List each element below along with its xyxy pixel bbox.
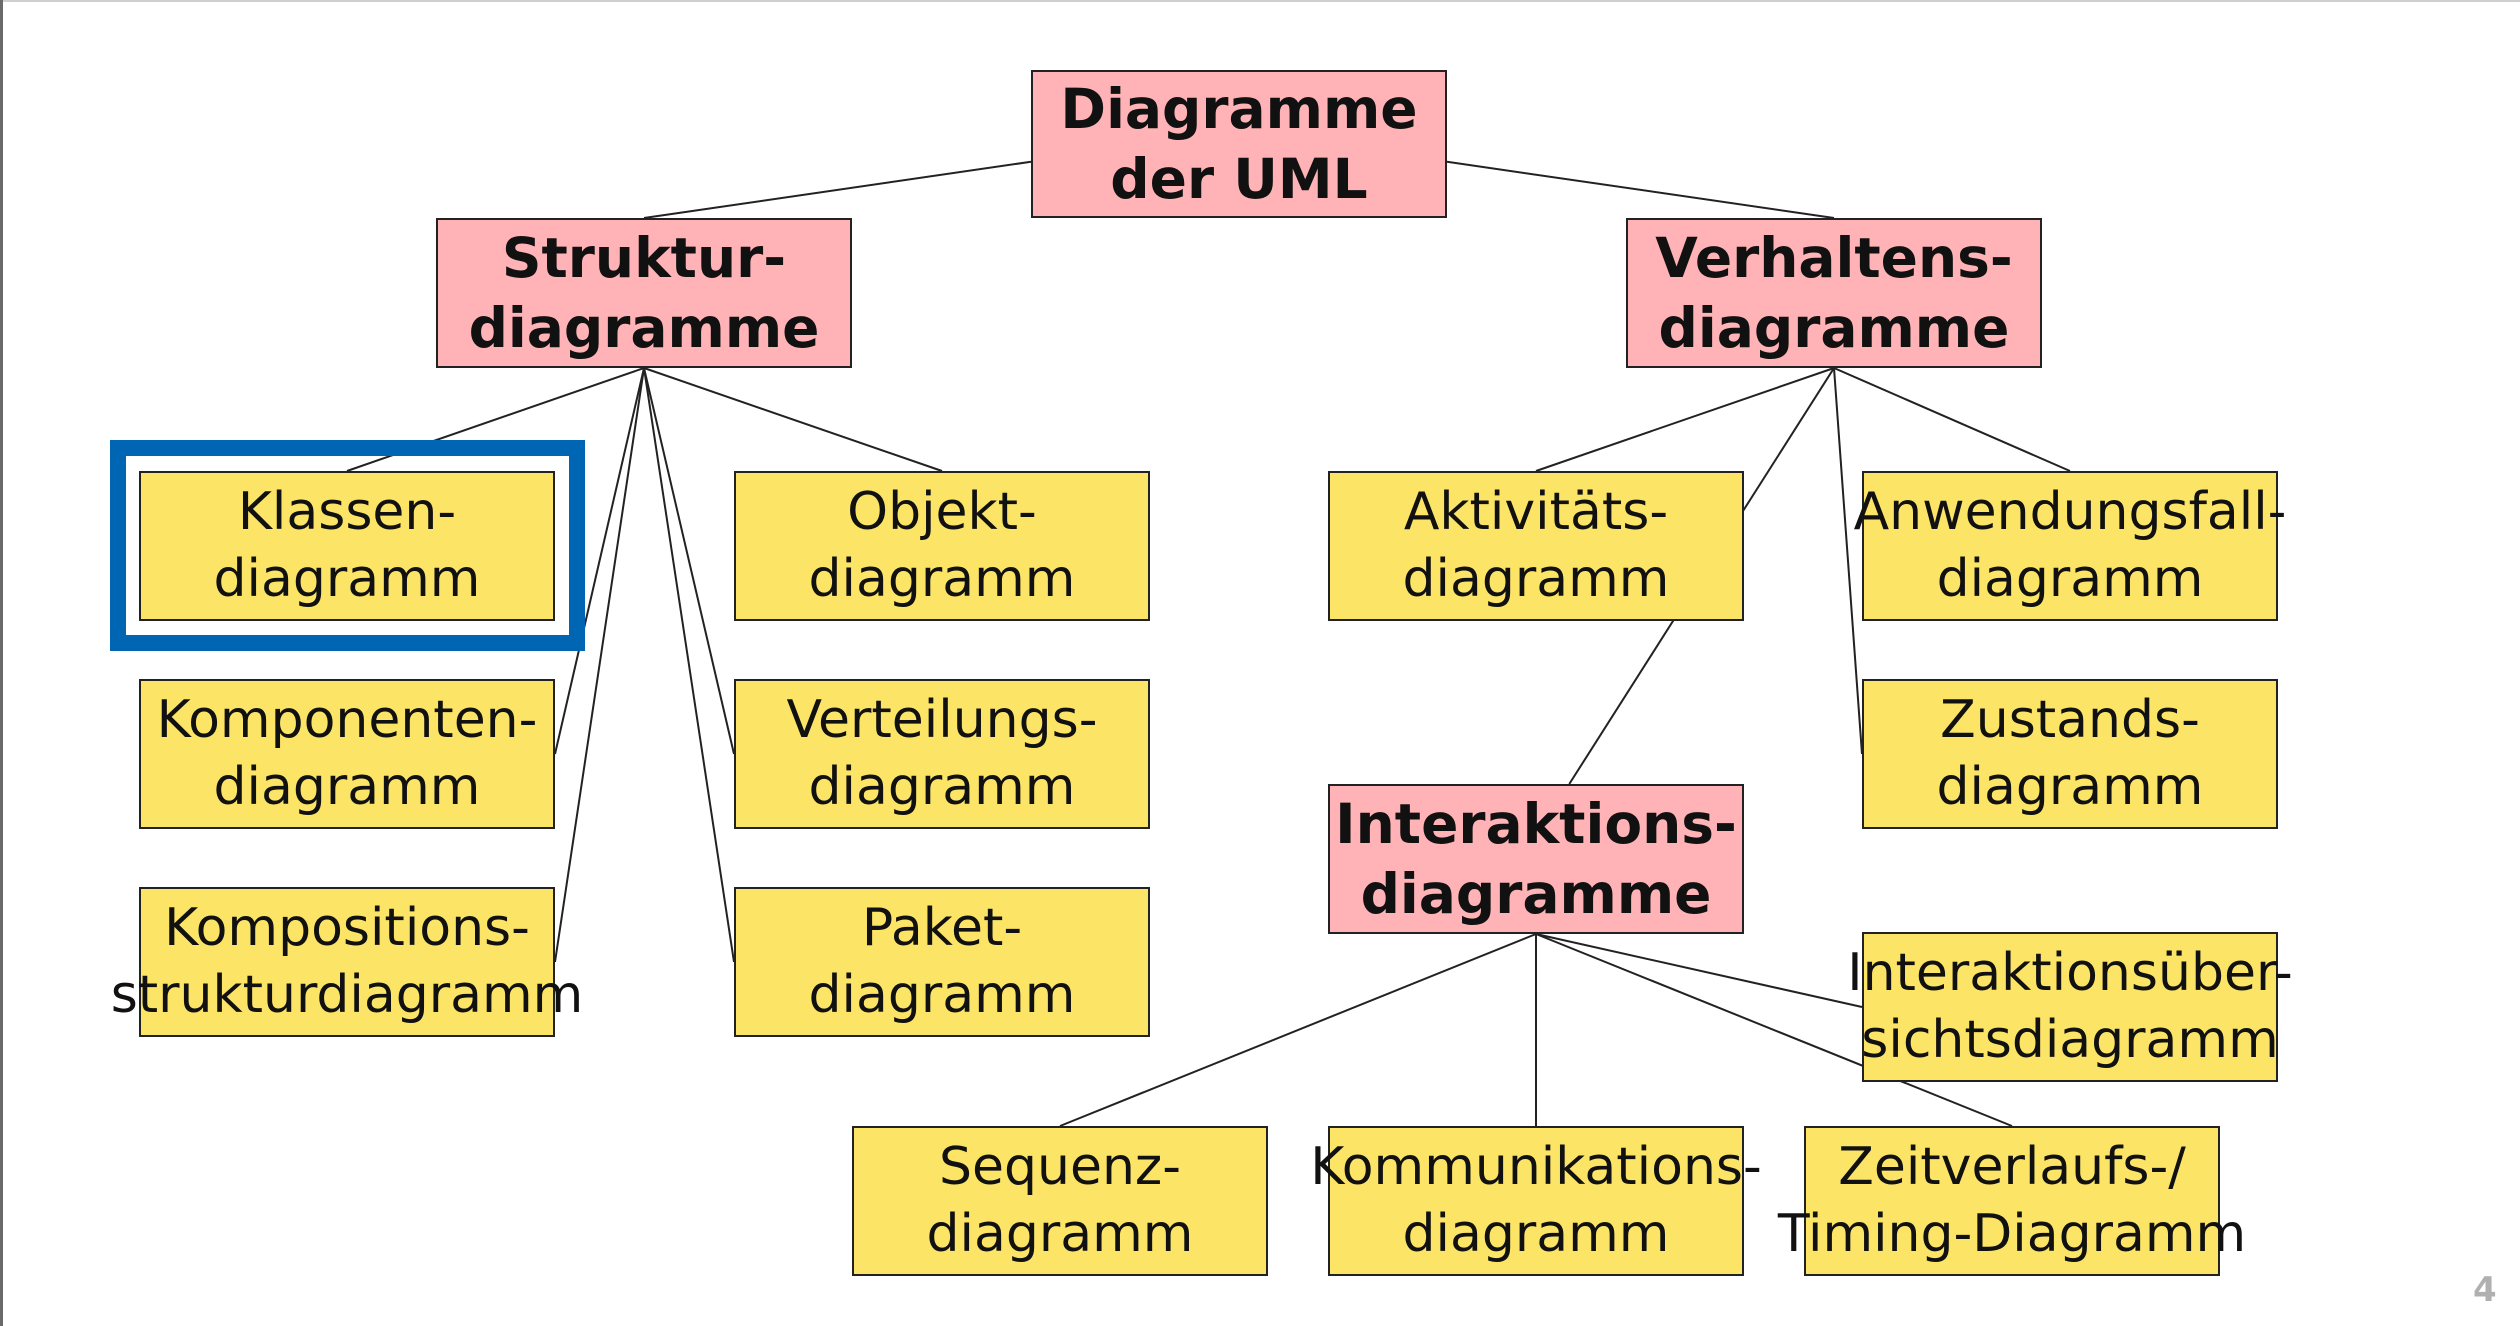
- node-zeitverlaufsdiagramm: Zeitverlaufs-/Timing-Diagramm: [1778, 1126, 2246, 1276]
- node-aktivitaetsdiagramm: Aktivitäts-diagramm: [1328, 471, 1744, 621]
- page-number: 4: [2473, 1270, 2497, 1310]
- edge-interaktion-zeitverlaufs: [1535, 933, 2013, 1127]
- edge-interaktion-interaktionsuebersicht: [1535, 933, 1863, 1008]
- node-paketdiagramm: Paket-diagramm: [734, 887, 1150, 1037]
- node-verhaltensdiagramme: Verhaltens-diagramme: [1626, 218, 2042, 368]
- edge-root-verhalten: [1446, 160, 1835, 219]
- edge-struktur-verteilungs: [643, 367, 735, 755]
- node-interaktionsuebersichtsdiagramm: Interaktionsüber-sichtsdiagramm: [1847, 932, 2293, 1082]
- node-komponentendiagramm: Komponenten-diagramm: [139, 679, 555, 829]
- edge-root-struktur: [643, 160, 1032, 219]
- edge-struktur-paket: [643, 367, 735, 963]
- node-interaktionsdiagramme: Interaktions-diagramme: [1328, 784, 1744, 934]
- highlight-frame: [110, 440, 585, 651]
- node-klassendiagramm: Klassen-diagramm: [139, 471, 555, 621]
- node-objektdiagramm: Objekt-diagramm: [734, 471, 1150, 621]
- edge-verhalten-anwendungsfall: [1833, 367, 2071, 472]
- top-border: [3, 0, 2520, 2]
- edge-verhalten-zustands: [1833, 367, 1863, 755]
- node-kommunikationsdiagramm: Kommunikations-diagramm: [1310, 1126, 1762, 1276]
- node-anwendungsfalldiagramm: Anwendungsfall-diagramm: [1854, 471, 2286, 621]
- edge-struktur-objekt: [643, 367, 943, 472]
- tree-edges: [346, 160, 2071, 1127]
- node-verteilungsdiagramm: Verteilungs-diagramm: [734, 679, 1150, 829]
- edge-struktur-komponenten: [554, 367, 645, 755]
- node-kompositionsstrukturdiagramm: Kompositions-strukturdiagramm: [111, 887, 583, 1037]
- node-sequenzdiagramm: Sequenz-diagramm: [852, 1126, 1268, 1276]
- edge-struktur-kompositions: [554, 367, 645, 963]
- node-strukturdiagramme: Struktur-diagramme: [436, 218, 852, 368]
- edge-interaktion-sequenz: [1059, 933, 1537, 1127]
- node-zustandsdiagramm: Zustands-diagramm: [1862, 679, 2278, 829]
- edge-verhalten-aktivitaets: [1535, 367, 1835, 472]
